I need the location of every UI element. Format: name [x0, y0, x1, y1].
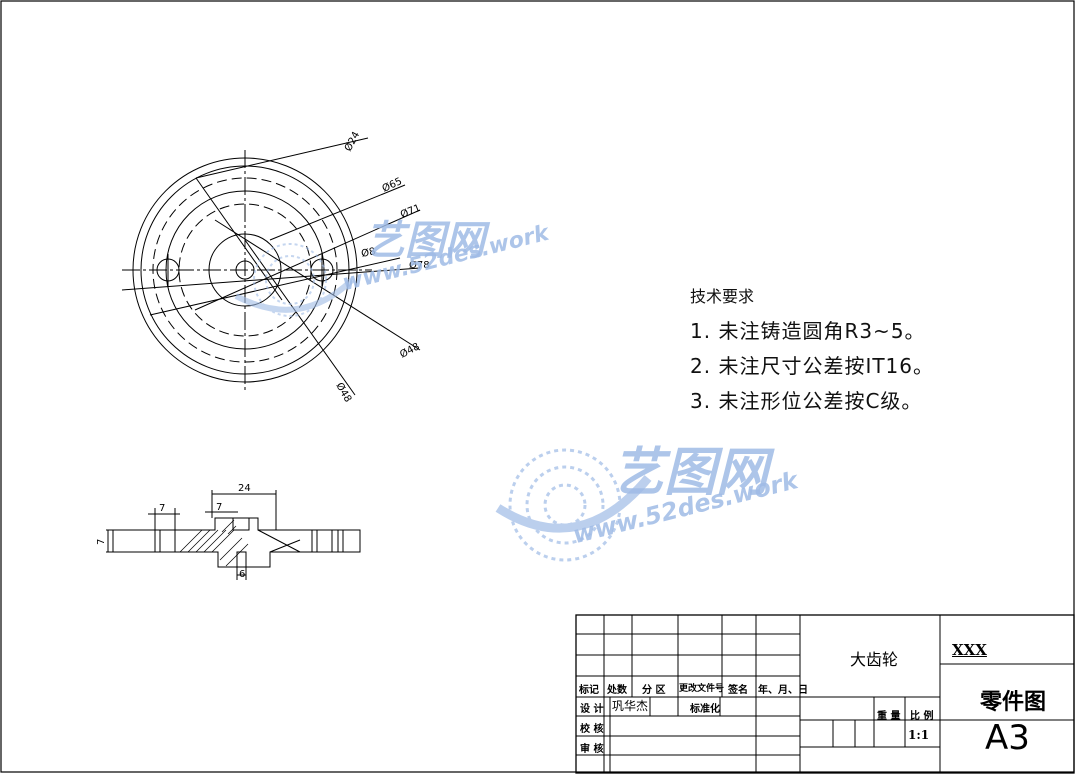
reviewer-label: 审 核 [580, 744, 604, 755]
dim-len24: 24 [238, 483, 251, 494]
note-item-3: 3. 未注形位公差按C级。 [690, 389, 923, 413]
designer-name: 巩华杰 [612, 699, 649, 713]
watermark-brand-center: 艺图网 [612, 443, 769, 503]
title-block [575, 614, 1075, 774]
technical-notes: 技术要求 1. 未注铸造圆角R3~5。 2. 未注尺寸公差按IT16。 3. 未… [690, 283, 934, 420]
sheet-size: A3 [985, 718, 1030, 758]
dim-len7c: 7 [96, 539, 107, 545]
dim-d78: Ø78 [409, 259, 430, 271]
drawing-type: 零件图 [980, 690, 1047, 715]
checker-label: 校 核 [580, 724, 604, 735]
scale-value: 1:1 [908, 728, 930, 742]
dim-d65: Ø65 [380, 175, 404, 195]
watermark-globe-top [234, 243, 355, 317]
section-view [106, 490, 361, 580]
top-view [121, 137, 421, 396]
header-signature: 签名 [728, 685, 748, 696]
dim-len6: 6 [239, 569, 245, 580]
weight-label: 重 量 [877, 711, 901, 722]
designer-label: 设 计 [580, 704, 604, 715]
watermark-globe-center [495, 448, 652, 562]
company-name: XXX [952, 641, 987, 659]
scale-label: 比 例 [910, 711, 934, 722]
header-zone: 分 区 [642, 685, 666, 696]
header-mark: 标记 [579, 685, 599, 696]
dim-len7b: 7 [216, 502, 222, 513]
standardization-label: 标准化 [690, 704, 720, 715]
dim-len7a: 7 [159, 503, 165, 514]
header-count: 处数 [607, 685, 627, 696]
section-dimensions: 24 7 7 7 6 [96, 483, 251, 580]
notes-heading: 技术要求 [690, 287, 755, 306]
watermark-brand-top: 艺图网 [365, 218, 485, 264]
dim-d24: Ø24 [342, 130, 362, 154]
note-item-1: 1. 未注铸造圆角R3~5。 [690, 319, 926, 343]
part-name: 大齿轮 [850, 650, 899, 669]
dim-d48b: Ø48 [333, 381, 354, 405]
dim-d8: Ø8 [360, 245, 376, 260]
header-change-doc: 更改文件号 [679, 684, 725, 694]
note-item-2: 2. 未注尺寸公差按IT16。 [690, 354, 935, 378]
header-date: 年、月、日 [758, 685, 808, 696]
section-hatching [179, 519, 249, 567]
